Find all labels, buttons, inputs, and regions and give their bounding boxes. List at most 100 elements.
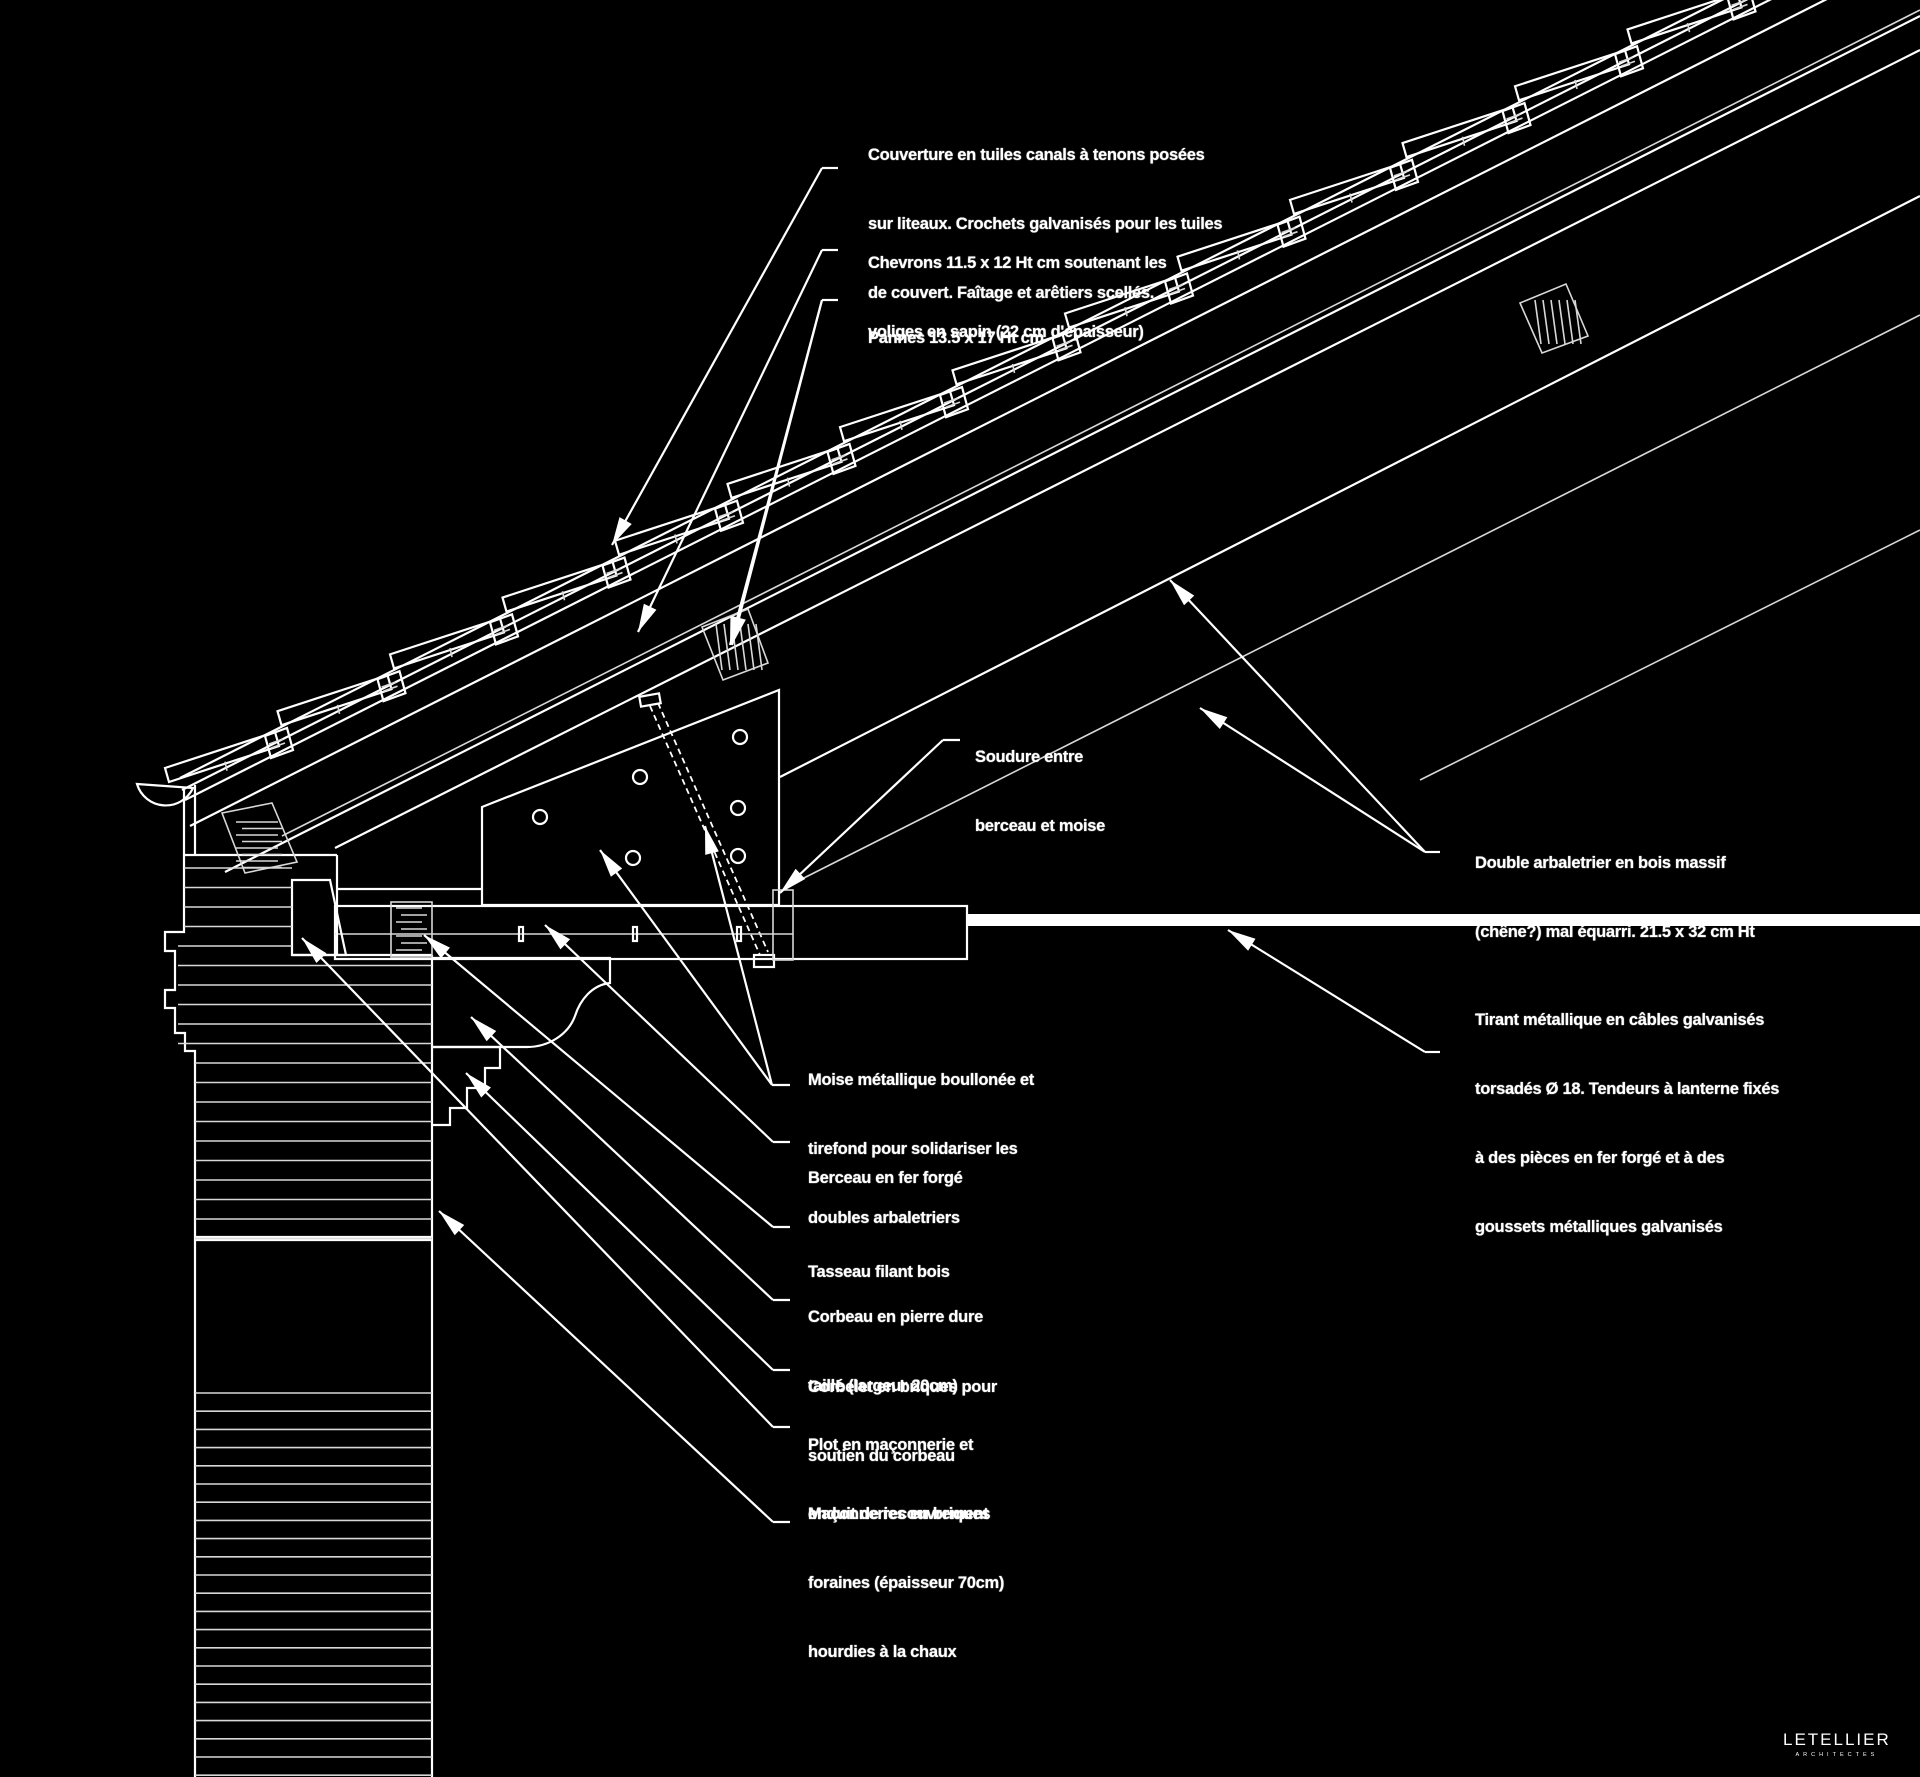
moise-pin	[735, 925, 743, 943]
leader-line	[544, 924, 774, 1143]
annotation-line: foraines (épaisseur 70cm)	[808, 1574, 1005, 1592]
annotation-pannes: Pannes 13.5 x 17 Ht cm	[868, 281, 1044, 373]
batten-separator	[674, 534, 678, 544]
tile-tenon	[1618, 56, 1636, 68]
brick-courses	[178, 867, 432, 1776]
principal-rafter-top	[224, 15, 1920, 873]
annotation-line: goussets métalliques galvanisés	[1475, 1218, 1723, 1236]
tile-hook	[1276, 215, 1307, 249]
arrow-head	[638, 603, 657, 632]
arrow-head	[1170, 580, 1195, 606]
tile-hook	[601, 556, 632, 590]
arrow-head	[545, 925, 571, 950]
hatch-line	[1566, 299, 1574, 345]
tile-tenon	[1056, 340, 1073, 352]
annotation-arbaletrier: Double arbaletrier en bois massif (chêne…	[1475, 806, 1755, 967]
arrow-head	[612, 517, 632, 545]
annotation-line: de couvert. Faîtage et arêtiers scellés.	[868, 284, 1155, 302]
moise-beam	[333, 904, 969, 961]
hatch-line	[715, 623, 723, 671]
arrow-head	[302, 938, 327, 964]
rafter-inner-line	[281, 9, 1920, 837]
annotation-corbelet: Corbelet en briques pour soutien du corb…	[808, 1330, 997, 1491]
tile-tenon	[606, 567, 623, 579]
bolt-hole	[729, 847, 747, 865]
leader-line	[465, 1072, 774, 1371]
leader-line	[730, 299, 824, 646]
tile-hook	[1613, 44, 1645, 78]
batten-separator	[224, 761, 228, 771]
bolt-hole	[731, 728, 749, 746]
annotation-line: voliges en sapin (22 cm d'epaisseur)	[868, 323, 1144, 341]
leader-line	[1199, 707, 1426, 853]
annotation-line: enduit de recouvrement	[808, 1505, 989, 1523]
annotation-line: hourdies à la chaux	[808, 1643, 957, 1661]
tile-hook	[1163, 272, 1195, 305]
annotation-line: Soudure entre	[975, 748, 1083, 766]
lag-screw	[649, 705, 761, 956]
purlin-upper	[1518, 282, 1590, 355]
leader-lines	[301, 166, 1440, 1524]
wood-cleat	[290, 878, 348, 957]
annotation-line: Corbeau en pierre dure	[808, 1308, 983, 1326]
leader-line	[1227, 929, 1426, 1053]
arrow-head	[471, 1017, 497, 1042]
roof-tile	[613, 503, 731, 557]
roof-tile	[838, 389, 956, 443]
batten-separator	[1574, 79, 1578, 90]
hatch-line	[1558, 299, 1566, 345]
principal-rafter-bottom	[334, 49, 1920, 849]
roof-tile	[726, 446, 843, 500]
annotation-line: Maçonneries en briques	[808, 1505, 991, 1523]
arrow-head	[780, 868, 806, 893]
hatch-line	[747, 623, 755, 671]
annotation-tasseau: Tasseau filant bois	[808, 1215, 950, 1307]
arrow-head	[705, 826, 719, 855]
annotation-couverture: Couverture en tuiles canals à tenons pos…	[868, 98, 1223, 328]
tile-hook	[376, 669, 407, 703]
tile-hook	[1388, 158, 1420, 192]
batten-separator	[1011, 363, 1016, 374]
annotation-corbeau: Corbeau en pierre dure taillé (largeur 2…	[808, 1260, 983, 1421]
annotation-line: doubles arbaletriers	[808, 1209, 960, 1227]
gutter	[135, 782, 195, 807]
tile-tenon	[831, 454, 848, 465]
arrow-head	[600, 850, 623, 877]
bolt-hole	[531, 808, 549, 826]
hatch-line	[1534, 299, 1542, 345]
tile-tenon	[1393, 170, 1411, 181]
batten-separator	[449, 647, 453, 658]
principal-rafter-second	[779, 195, 1920, 778]
purlin-hatching	[236, 299, 1582, 951]
roof-structure	[135, 0, 1920, 886]
tile-hook	[1501, 101, 1532, 135]
roof-tile	[1626, 0, 1743, 45]
roof-tile	[1288, 162, 1406, 216]
leader-line	[703, 825, 774, 1086]
tile-tenon	[268, 738, 286, 749]
architect-logo: LETELLIER ARCHITECTES	[1783, 1730, 1891, 1758]
leader-line	[423, 934, 774, 1228]
annotation-berceau: Berceau en fer forgé	[808, 1121, 963, 1213]
hatch-line	[1542, 299, 1550, 345]
annotation-line: taillé (largeur 20cm)	[808, 1377, 958, 1395]
tile-hook	[938, 385, 970, 419]
rafter-bottom-line	[189, 0, 1828, 827]
volige-line	[184, 0, 1772, 801]
batten-separator	[1461, 136, 1466, 146]
tile-hook	[826, 442, 857, 476]
wood-batten-section	[390, 901, 433, 958]
leader-line	[1169, 579, 1426, 853]
annotation-maconneries: Maçonneries en briques foraines (épaisse…	[808, 1457, 1004, 1687]
metal-tie-beam	[333, 887, 969, 961]
annotation-line: Couverture en tuiles canals à tenons pos…	[868, 146, 1205, 164]
annotation-line: Double arbaletrier en bois massif	[1475, 854, 1726, 872]
hatch-line	[739, 623, 747, 671]
hatch-line	[1574, 299, 1582, 345]
tile-tenon	[493, 624, 511, 636]
lag-screw-head-bottom	[752, 953, 776, 969]
roof-tile	[951, 332, 1068, 386]
annotation-soudure: Soudure entre berceau et moise	[975, 700, 1105, 861]
roof-tile	[276, 673, 393, 727]
